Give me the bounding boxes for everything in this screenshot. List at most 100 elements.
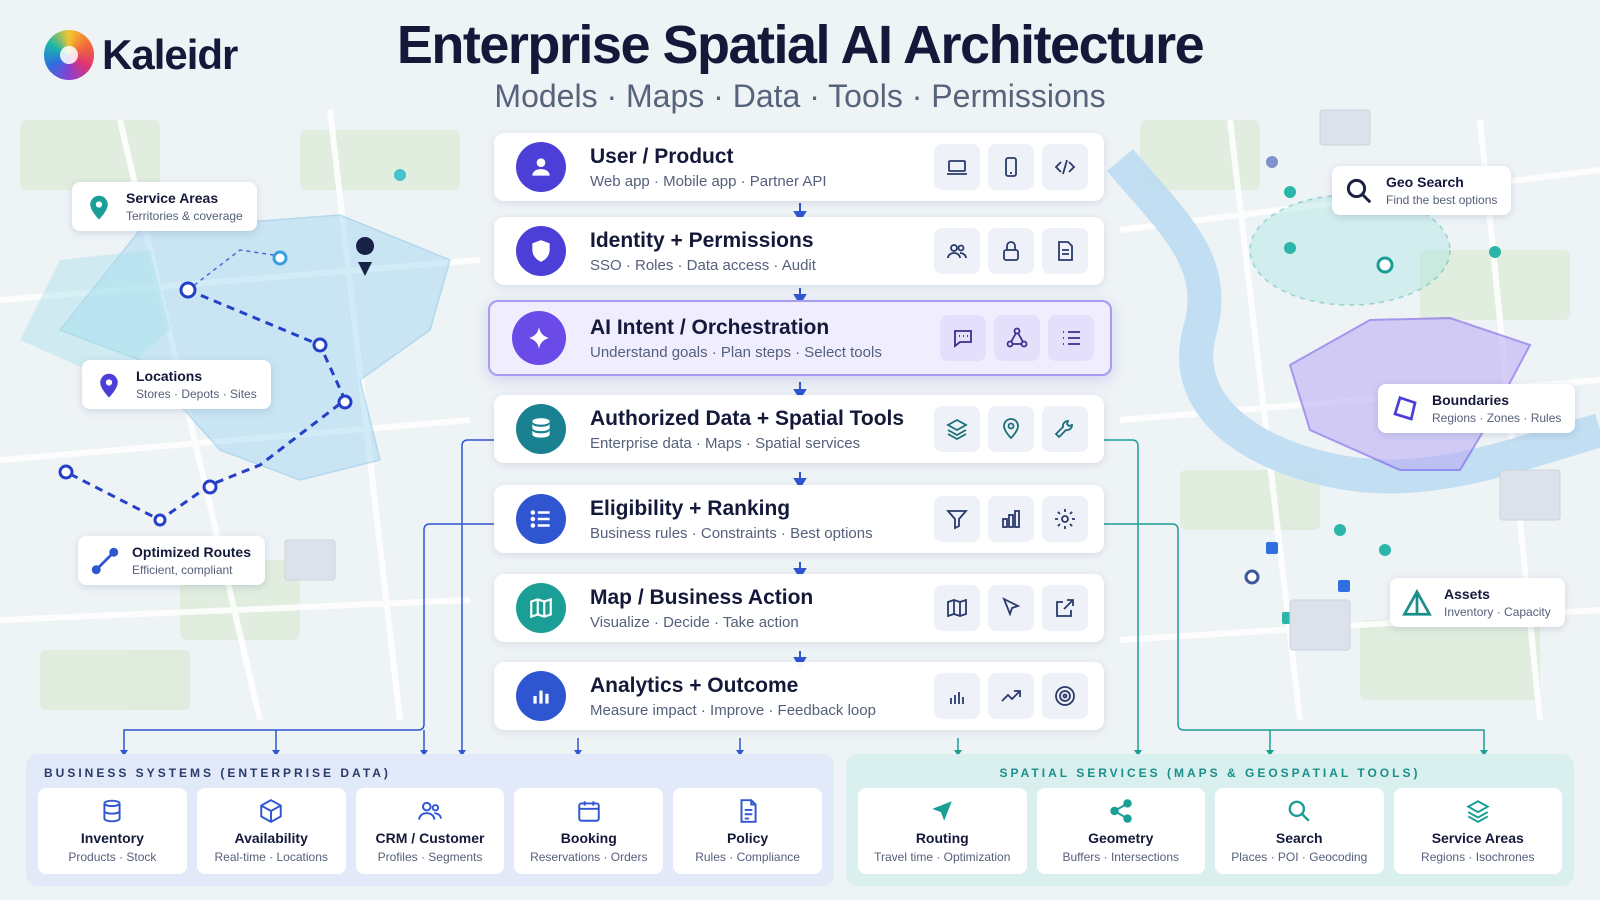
laptop-icon[interactable] xyxy=(934,144,980,190)
layers-icon[interactable] xyxy=(934,406,980,452)
user-icon xyxy=(516,142,566,192)
spatial-services-panel: SPATIAL SERVICES (MAPS & GEOSPATIAL TOOL… xyxy=(846,754,1574,886)
lock-icon[interactable] xyxy=(988,228,1034,274)
layer-user-product: User / Product Web app · Mobile app · Pa… xyxy=(494,133,1104,201)
card-subtitle: Buffers · Intersections xyxy=(1062,850,1180,864)
pin-icon xyxy=(100,373,118,397)
card-subtitle: Profiles · Segments xyxy=(377,850,483,864)
layer-subtitle: Understand goals · Plan steps · Select t… xyxy=(590,343,882,361)
list-icon[interactable] xyxy=(1048,315,1094,361)
workflow-icon[interactable] xyxy=(994,315,1040,361)
card-service-areas[interactable]: Service Areas Regions · Isochrones xyxy=(1393,788,1562,874)
layer-subtitle: Visualize · Decide · Take action xyxy=(590,613,799,631)
card-search[interactable]: Search Places · POI · Geocoding xyxy=(1215,788,1384,874)
layers-icon xyxy=(1465,800,1490,823)
callout-optimized-routes[interactable]: Optimized Routes Efficient, compliant xyxy=(78,536,266,585)
callout-title: Geo Search xyxy=(1386,174,1464,190)
search-icon xyxy=(1346,178,1372,203)
business-systems-panel: BUSINESS SYSTEMS (ENTERPRISE DATA) Inven… xyxy=(26,754,834,886)
bar-chart-icon[interactable] xyxy=(988,496,1034,542)
layer-identity-permissions: Identity + Permissions SSO · Roles · Dat… xyxy=(494,217,1104,285)
map-icon[interactable] xyxy=(934,585,980,631)
callout-title: Service Areas xyxy=(126,190,219,206)
card-subtitle: Rules · Compliance xyxy=(695,850,800,864)
pin-icon[interactable] xyxy=(988,406,1034,452)
card-title: Availability xyxy=(234,830,308,846)
database-icon xyxy=(103,799,121,823)
layer-subtitle: Business rules · Constraints · Best opti… xyxy=(590,524,873,542)
layer-subtitle: SSO · Roles · Data access · Audit xyxy=(590,256,816,274)
users-icon xyxy=(418,801,442,820)
layer-ai-intent-orchestration: AI Intent / Orchestration Understand goa… xyxy=(488,300,1112,376)
panel-label: SPATIAL SERVICES (MAPS & GEOSPATIAL TOOL… xyxy=(999,766,1421,780)
callout-geo-search[interactable]: Geo Search Find the best options xyxy=(1332,166,1512,215)
card-policy[interactable]: Policy Rules · Compliance xyxy=(673,788,822,874)
card-booking[interactable]: Booking Reservations · Orders xyxy=(514,788,664,874)
chat-icon[interactable] xyxy=(940,315,986,361)
card-subtitle: Real-time · Locations xyxy=(214,850,328,864)
layer-title: Identity + Permissions xyxy=(590,228,814,252)
ranking-list-icon xyxy=(516,494,566,544)
callout-service-areas[interactable]: Service Areas Territories & coverage xyxy=(72,182,257,231)
wrench-icon[interactable] xyxy=(1042,406,1088,452)
calendar-icon xyxy=(578,801,600,822)
callout-title: Boundaries xyxy=(1432,392,1510,408)
users-icon[interactable] xyxy=(934,228,980,274)
callout-title: Assets xyxy=(1444,586,1490,602)
triangle-icon xyxy=(1402,588,1432,616)
code-icon[interactable] xyxy=(1042,144,1088,190)
bar-chart-icon[interactable] xyxy=(934,673,980,719)
card-crm-customer[interactable]: CRM / Customer Profiles · Segments xyxy=(355,788,505,874)
cursor-icon[interactable] xyxy=(988,585,1034,631)
card-title: Search xyxy=(1275,830,1323,846)
layer-subtitle: Measure impact · Improve · Feedback loop xyxy=(590,701,876,719)
card-routing[interactable]: Routing Travel time · Optimization xyxy=(858,788,1027,874)
page-subtitle: Models · Maps · Data · Tools · Permissio… xyxy=(494,78,1106,114)
database-icon xyxy=(516,404,566,454)
layer-title: AI Intent / Orchestration xyxy=(590,315,830,339)
card-title: Service Areas xyxy=(1431,830,1524,846)
route-icon xyxy=(91,547,119,574)
callout-boundaries[interactable]: Boundaries Regions · Zones · Rules xyxy=(1378,384,1576,433)
card-geometry[interactable]: Geometry Buffers · Intersections xyxy=(1036,788,1205,874)
card-title: Inventory xyxy=(80,830,144,846)
callout-subtitle: Efficient, compliant xyxy=(132,563,233,577)
card-title: Geometry xyxy=(1088,830,1154,846)
layer-analytics-outcome: Analytics + Outcome Measure impact · Imp… xyxy=(494,662,1104,730)
callout-locations[interactable]: Locations Stores · Depots · Sites xyxy=(82,360,271,409)
card-title: CRM / Customer xyxy=(375,830,485,846)
navigation-icon xyxy=(932,801,952,821)
target-icon[interactable] xyxy=(1042,673,1088,719)
card-inventory[interactable]: Inventory Products · Stock xyxy=(38,788,187,874)
layer-subtitle: Web app · Mobile app · Partner API xyxy=(590,172,827,190)
layer-title: Authorized Data + Spatial Tools xyxy=(590,406,905,430)
filter-icon[interactable] xyxy=(934,496,980,542)
sparkle-icon xyxy=(512,311,566,365)
callout-title: Locations xyxy=(136,368,203,384)
external-link-icon[interactable] xyxy=(1042,585,1088,631)
gear-icon[interactable] xyxy=(1042,496,1088,542)
polygon-icon xyxy=(1393,395,1417,421)
card-availability[interactable]: Availability Real-time · Locations xyxy=(196,788,346,874)
callout-subtitle: Stores · Depots · Sites xyxy=(136,387,257,401)
card-subtitle: Reservations · Orders xyxy=(530,850,648,864)
mobile-icon[interactable] xyxy=(988,144,1034,190)
box-icon xyxy=(260,799,282,823)
card-subtitle: Places · POI · Geocoding xyxy=(1231,850,1368,864)
card-title: Booking xyxy=(560,830,617,846)
card-subtitle: Regions · Isochrones xyxy=(1421,850,1535,864)
search-icon xyxy=(1288,800,1310,822)
page-title: Enterprise Spatial AI Architecture xyxy=(396,15,1205,75)
card-title: Policy xyxy=(726,830,769,846)
callout-title: Optimized Routes xyxy=(132,544,252,560)
layer-title: Eligibility + Ranking xyxy=(590,496,791,520)
layer-map-business-action: Map / Business Action Visualize · Decide… xyxy=(494,574,1104,642)
callout-subtitle: Territories & coverage xyxy=(126,209,243,223)
callout-assets[interactable]: Assets Inventory · Capacity xyxy=(1390,578,1565,627)
kaleidr-logo-mark xyxy=(44,30,94,80)
pin-icon xyxy=(90,195,108,219)
callout-subtitle: Find the best options xyxy=(1386,193,1498,207)
share-nodes-icon xyxy=(1110,799,1132,823)
document-icon[interactable] xyxy=(1042,228,1088,274)
trend-icon[interactable] xyxy=(988,673,1034,719)
